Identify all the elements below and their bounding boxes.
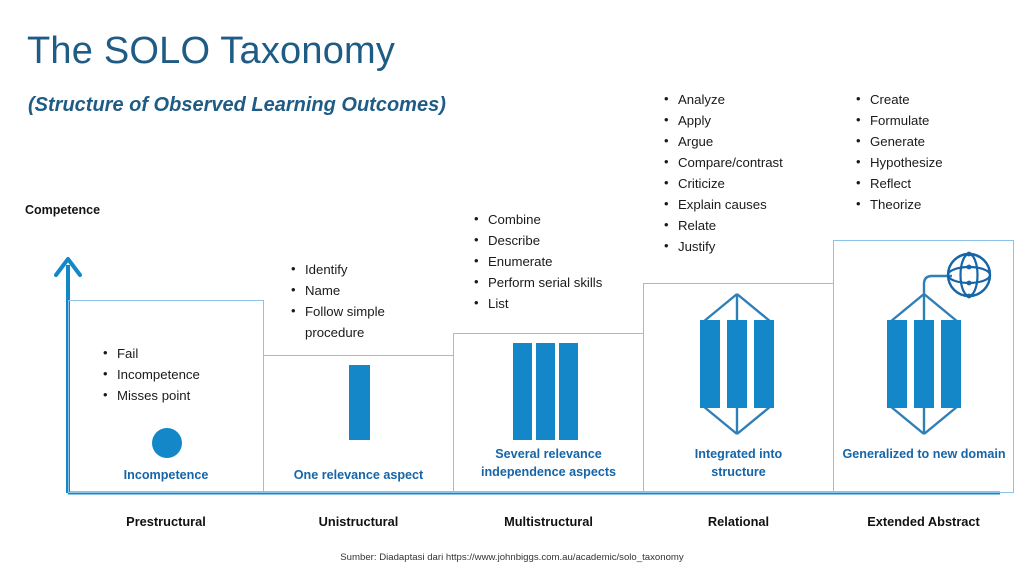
caption-extended-abstract: Generalized to new domain bbox=[829, 445, 1019, 463]
caption-text-line1: Integrated into bbox=[694, 447, 783, 461]
list-item: Analyze bbox=[664, 88, 783, 110]
three-bars-linked-icon bbox=[700, 293, 774, 435]
list-item: Hypothesize bbox=[856, 151, 943, 173]
three-bars-linked-globe-icon bbox=[887, 251, 992, 435]
verb-list-extended-abstract: Create Formulate Generate Hypothesize Re… bbox=[856, 88, 943, 215]
bar-shape bbox=[536, 343, 555, 440]
list-item: Describe bbox=[474, 229, 602, 251]
caption-text-line2: independence aspects bbox=[480, 465, 617, 479]
caption-text-line2: structure bbox=[711, 465, 766, 479]
caption-multistructural: Several relevance independence aspects bbox=[453, 445, 644, 481]
caption-text: One relevance aspect bbox=[293, 468, 424, 482]
verb-list-unistructural: Identify Name Follow simple procedure bbox=[291, 258, 385, 343]
caption-text: Generalized to new domain bbox=[842, 447, 1006, 461]
stage-label-multistructural: Multistructural bbox=[504, 514, 593, 529]
single-dot-icon bbox=[152, 428, 184, 460]
dot-shape bbox=[152, 428, 182, 458]
caption-prestructural: Incompetence bbox=[68, 466, 264, 484]
list-item: Compare/contrast bbox=[664, 151, 783, 173]
page-subtitle: (Structure of Observed Learning Outcomes… bbox=[28, 94, 446, 116]
three-bars-icon bbox=[513, 343, 578, 440]
axis-label-competence: Competence bbox=[25, 203, 101, 217]
list-item: Formulate bbox=[856, 109, 943, 131]
list-item: Incompetence bbox=[103, 363, 200, 385]
list-item: Generate bbox=[856, 130, 943, 152]
list-item: Enumerate bbox=[474, 250, 602, 272]
bar-shape bbox=[559, 343, 578, 440]
page-title: The SOLO Taxonomy bbox=[27, 30, 396, 72]
stage-box-extended-abstract bbox=[833, 240, 1014, 493]
caption-relational: Integrated into structure bbox=[643, 445, 834, 481]
stage-label-unistructural: Unistructural bbox=[318, 514, 399, 529]
globe-icon bbox=[946, 251, 992, 299]
list-item: Perform serial skills bbox=[474, 271, 602, 293]
verb-list-prestructural: Fail Incompetence Misses point bbox=[103, 342, 200, 406]
list-item: Fail bbox=[103, 342, 200, 364]
verb-list-multistructural: Combine Describe Enumerate Perform seria… bbox=[474, 208, 602, 314]
stage-label-prestructural: Prestructural bbox=[126, 514, 206, 529]
stage-label-extended-abstract: Extended Abstract bbox=[867, 514, 980, 529]
list-item: Justify bbox=[664, 235, 783, 257]
list-item: Relate bbox=[664, 214, 783, 236]
list-item-continuation: procedure bbox=[305, 325, 365, 340]
list-item: Misses point bbox=[103, 384, 200, 406]
caption-unistructural: One relevance aspect bbox=[263, 466, 454, 484]
list-item: Theorize bbox=[856, 193, 943, 215]
caption-text: Incompetence bbox=[123, 468, 209, 482]
list-item: Name bbox=[291, 279, 385, 301]
stage-label-relational: Relational bbox=[707, 514, 770, 529]
single-bar-icon bbox=[349, 365, 371, 440]
source-attribution: Sumber: Diadaptasi dari https://www.john… bbox=[340, 552, 684, 563]
list-item: Create bbox=[856, 88, 943, 110]
list-item: Combine bbox=[474, 208, 602, 230]
list-item: Argue bbox=[664, 130, 783, 152]
caption-text-line1: Several relevance bbox=[495, 447, 602, 461]
list-item: Follow simple bbox=[291, 300, 385, 322]
list-item: Apply bbox=[664, 109, 783, 131]
list-item: List bbox=[474, 292, 602, 314]
bar-shape bbox=[513, 343, 532, 440]
list-item: Explain causes bbox=[664, 193, 783, 215]
verb-list-relational: Analyze Apply Argue Compare/contrast Cri… bbox=[664, 88, 783, 257]
list-item: Reflect bbox=[856, 172, 943, 194]
bar-shape bbox=[349, 365, 370, 440]
list-item: Identify bbox=[291, 258, 385, 280]
list-item: Criticize bbox=[664, 172, 783, 194]
